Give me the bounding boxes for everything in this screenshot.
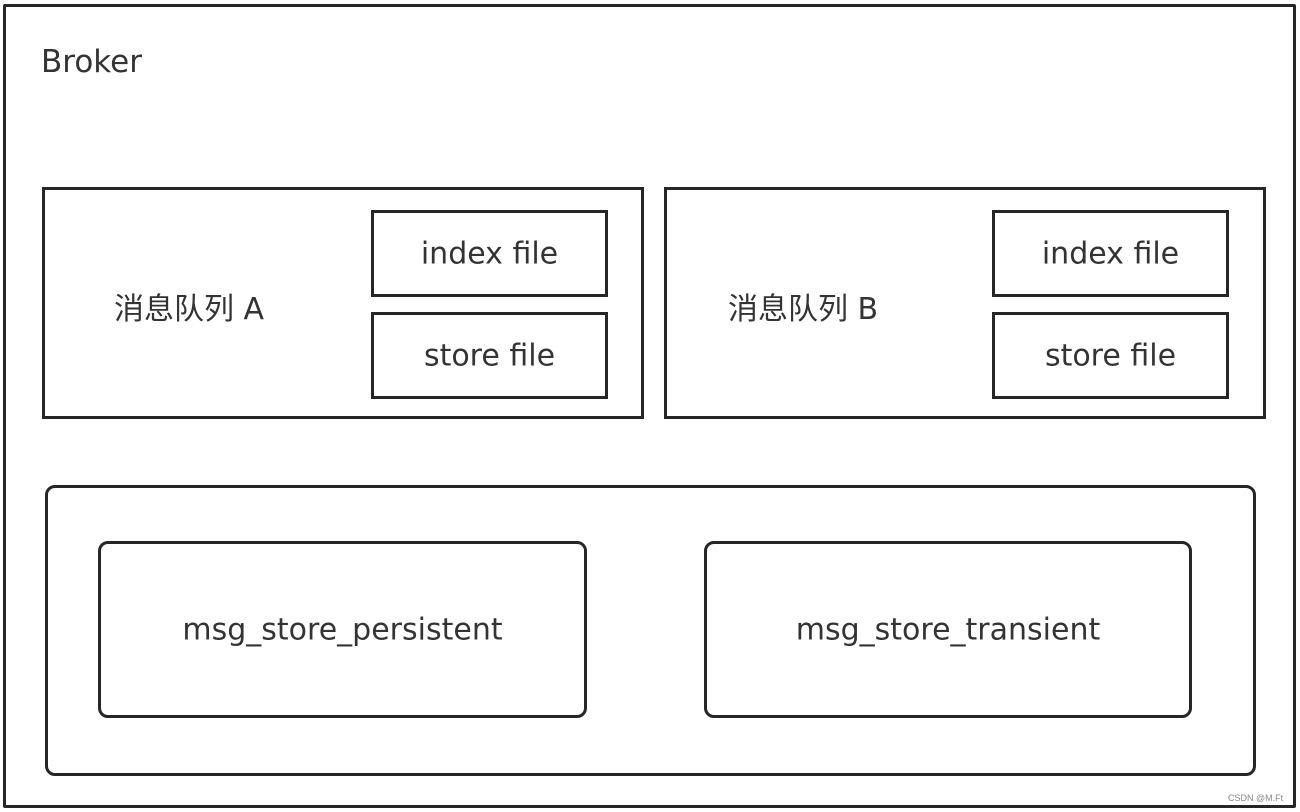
msg-store-transient-box: msg_store_transient — [704, 541, 1192, 718]
queue-a-name: 消息队列 A — [114, 292, 265, 327]
queue-a-index-file-box: index file — [371, 210, 608, 297]
msg-store-persistent-label: msg_store_persistent — [182, 612, 503, 647]
queue-b-store-file-box: store file — [992, 312, 1229, 399]
queue-b-index-file-box: index file — [992, 210, 1229, 297]
queue-b-store-file-label: store file — [1044, 338, 1177, 373]
broker-title: Broker — [41, 44, 142, 80]
queue-b-index-file-label: index file — [1041, 236, 1180, 271]
queue-b-name: 消息队列 B — [728, 292, 879, 327]
watermark: CSDN @M.Ft — [1228, 793, 1284, 803]
queue-a-store-file-label: store file — [423, 338, 556, 373]
queue-a-store-file-box: store file — [371, 312, 608, 399]
msg-store-persistent-box: msg_store_persistent — [98, 541, 587, 718]
queue-a-index-file-label: index file — [420, 236, 559, 271]
msg-store-transient-label: msg_store_transient — [795, 612, 1101, 647]
